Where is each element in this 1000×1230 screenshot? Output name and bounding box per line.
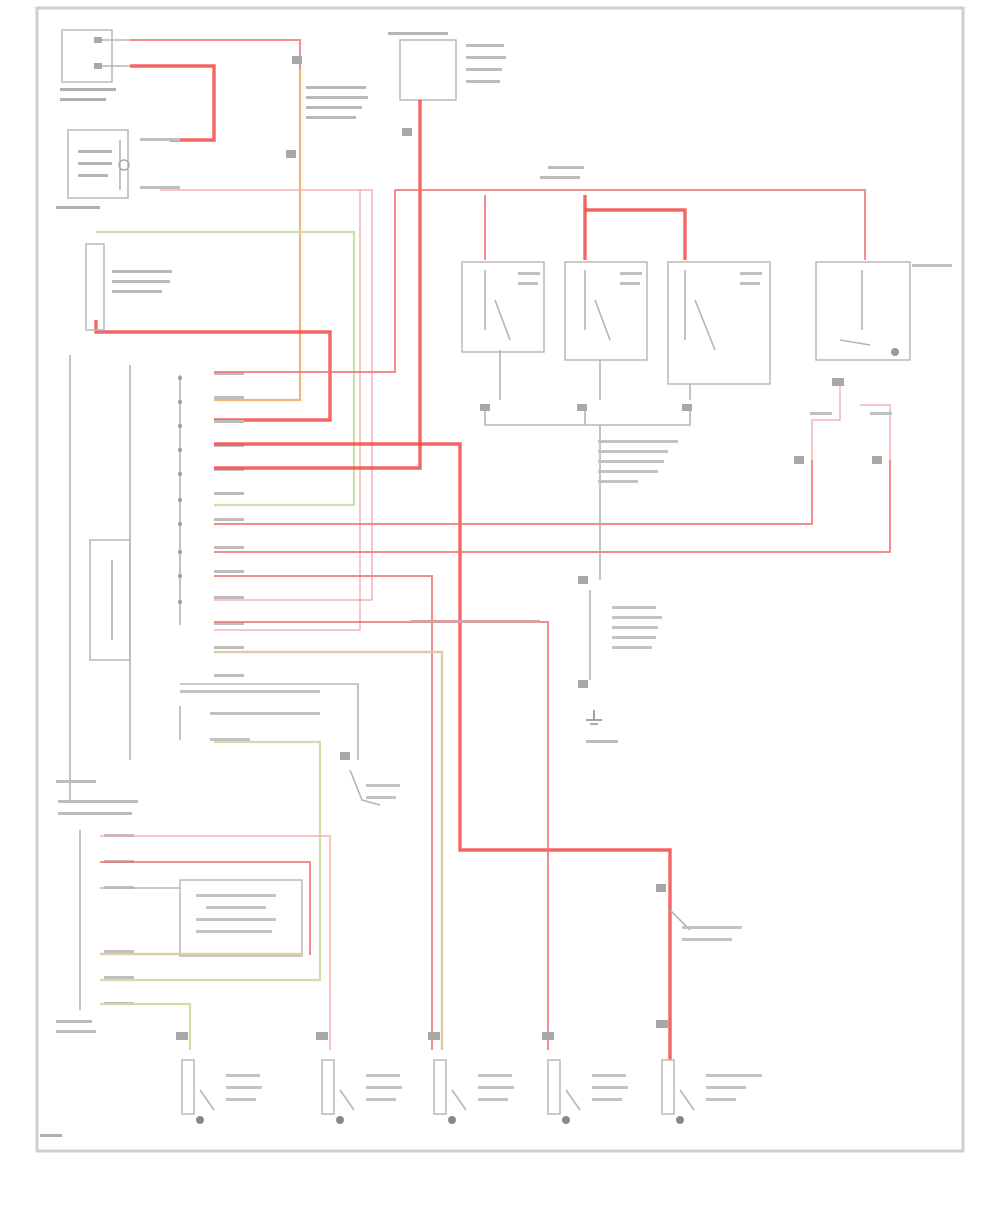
wire-pink-top-2 — [214, 189, 373, 601]
diagram-frame — [35, 6, 965, 1153]
wire-pin-red-6 — [214, 575, 433, 1050]
relay-3 — [667, 261, 771, 411]
relay-4 — [815, 261, 952, 386]
wire-fuse-feed — [130, 64, 216, 142]
wire-red-switch-loop — [94, 320, 332, 422]
switch-lower-mid — [179, 683, 400, 806]
wire-pin-red-7 — [214, 621, 549, 1050]
wire-orange-main — [214, 70, 302, 402]
relay-1 — [461, 261, 545, 411]
bottom-sensors — [176, 1020, 762, 1124]
wire-lower-4 — [100, 952, 302, 956]
wire-lower-1 — [100, 835, 331, 1050]
sensor-center — [578, 576, 662, 743]
lower-module — [56, 780, 138, 1033]
control-module — [69, 355, 181, 800]
wire-pin-red-2 — [214, 442, 672, 1060]
pin-labels — [178, 372, 320, 741]
wire-pin-green — [100, 740, 322, 982]
component-lower-right — [656, 884, 742, 941]
wire-green-box — [96, 230, 356, 507]
lower-center-box — [179, 879, 303, 957]
wire-top-right-bus-2 — [585, 208, 687, 260]
ignition-switch-block — [388, 32, 506, 136]
wire-pin-red-3 — [214, 100, 422, 470]
wire-pin-tan — [214, 650, 444, 1050]
wire-relay-returns — [484, 411, 691, 426]
wire-lower-5 — [100, 1002, 192, 1050]
relay-2 — [564, 261, 648, 411]
wire-lower-2 — [100, 861, 311, 955]
fuse-top-center — [286, 56, 368, 158]
wire-pink-top — [160, 189, 361, 631]
wire-pin-red-1 — [214, 190, 396, 373]
top-left-fuse-block — [60, 29, 130, 101]
wire-top-right-bus — [395, 189, 866, 260]
wire-pin-red-5 — [214, 460, 891, 553]
relay-block — [56, 129, 180, 209]
switch-component — [85, 243, 105, 331]
relay-4-outputs — [794, 386, 892, 464]
wire-pin-red-4 — [214, 460, 813, 525]
